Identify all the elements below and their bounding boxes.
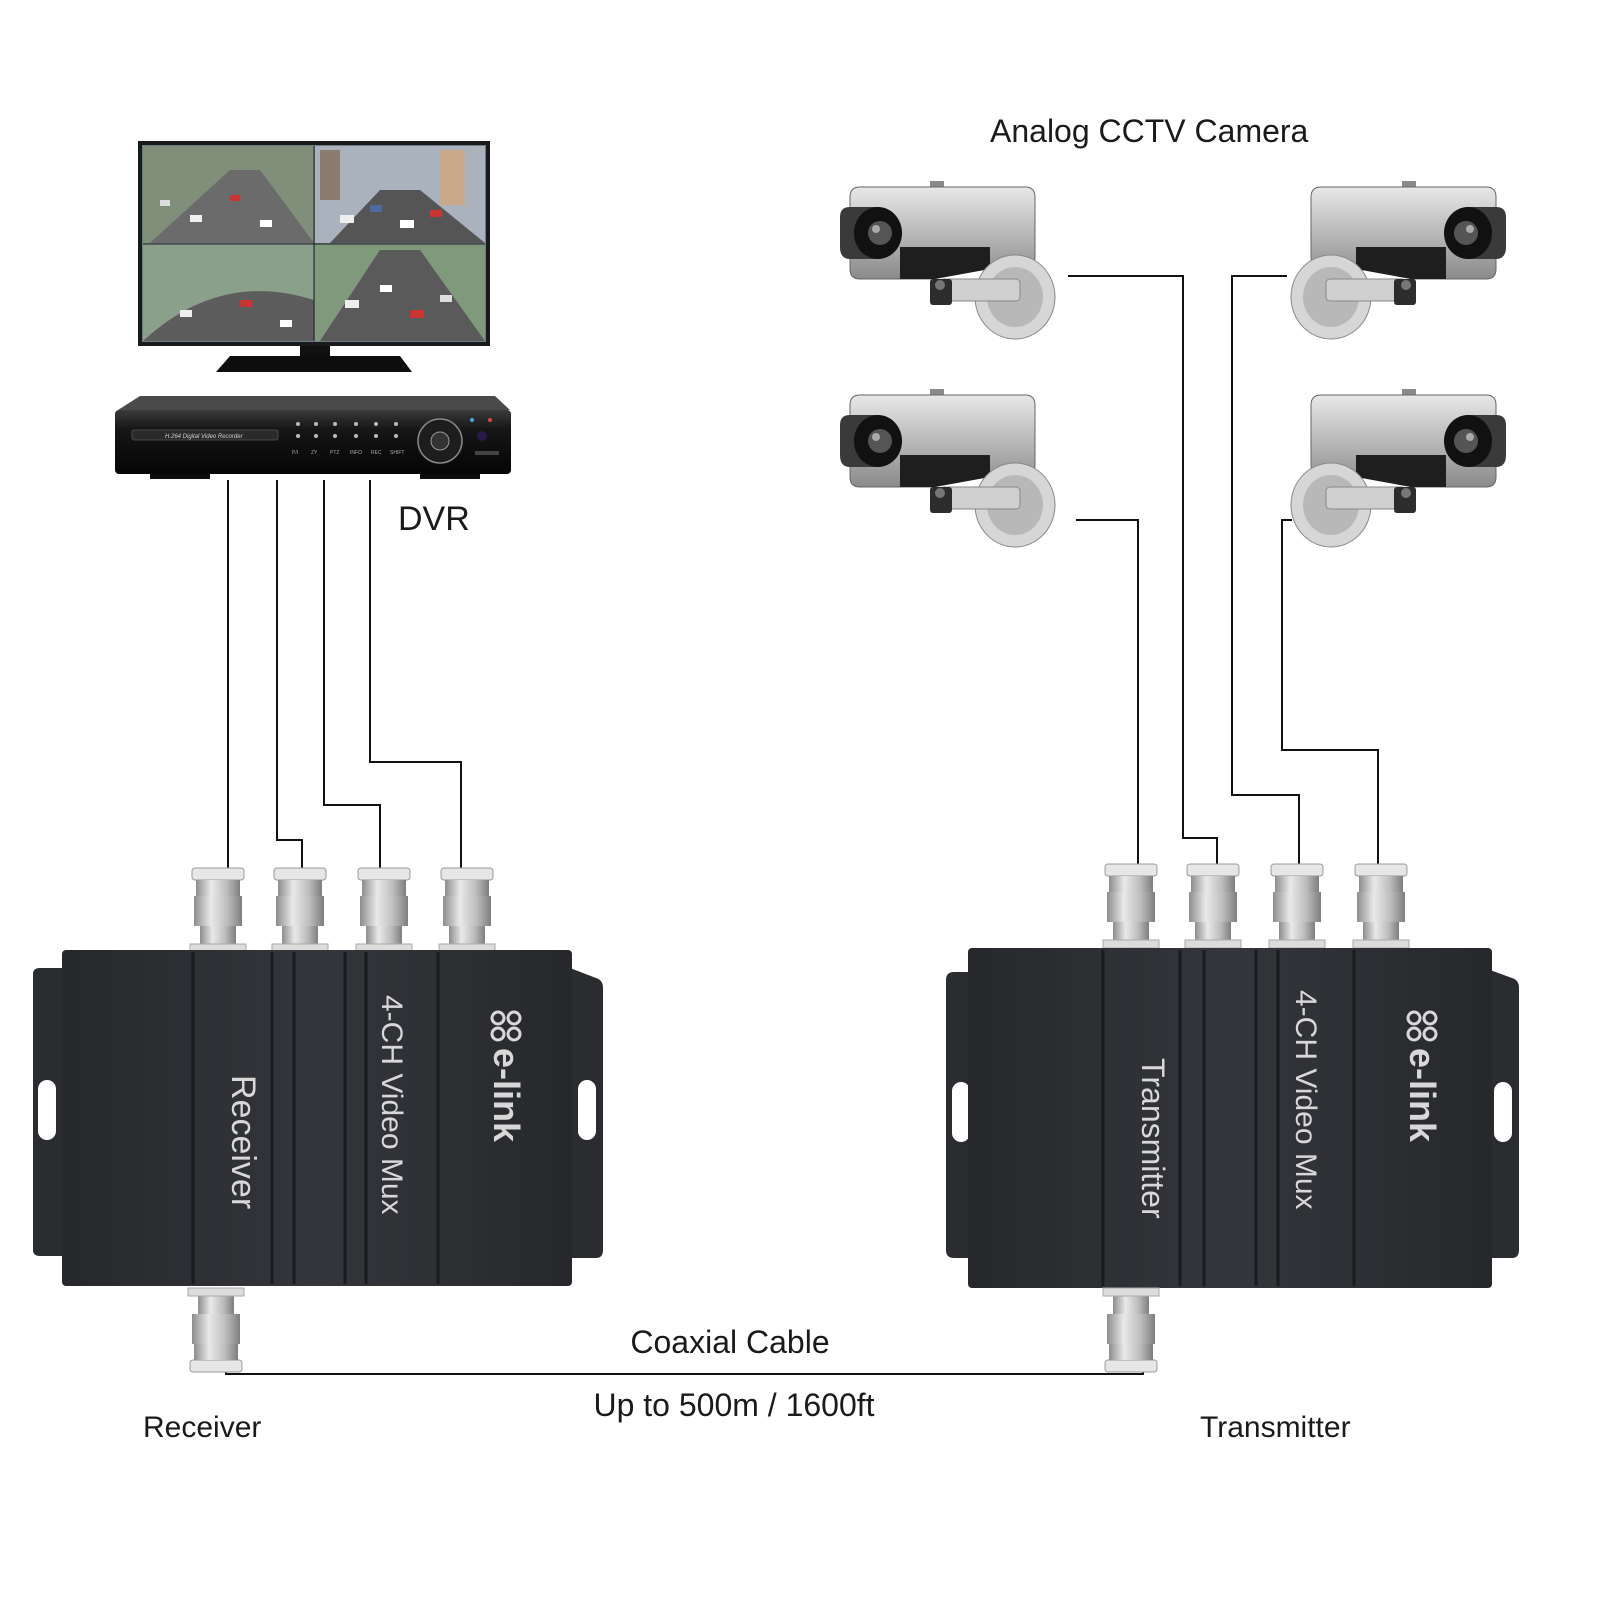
transmitter-unit: Transmitter 4-CH Video Mux e-link	[946, 863, 1519, 1373]
svg-text:P/I: P/I	[292, 450, 298, 456]
transmitter-role-text: Transmitter	[1135, 1058, 1171, 1219]
svg-text:SHIFT: SHIFT	[390, 450, 404, 456]
receiver-label: Receiver	[143, 1411, 261, 1444]
monitor-view-2	[315, 146, 485, 243]
receiver-output-connector	[187, 1287, 245, 1373]
receiver-input-connector-4	[438, 867, 496, 953]
camera-4	[1291, 389, 1506, 547]
transmitter-output-connector	[1102, 1287, 1160, 1373]
transmitter-brand-text: e-link	[1402, 1048, 1443, 1143]
dvr-to-receiver-wires	[227, 480, 462, 870]
monitor	[138, 141, 490, 372]
transmitter-input-connector-4	[1352, 863, 1410, 949]
camera-heading: Analog CCTV Camera	[990, 113, 1309, 149]
receiver-input-connector-3	[355, 867, 413, 953]
transmitter-label: Transmitter	[1200, 1411, 1351, 1444]
dvr-device: H.264 Digital Video Recorder P/I ZY PTZ …	[115, 396, 511, 479]
transmitter-input-connector-1	[1102, 863, 1160, 949]
svg-text:ZY: ZY	[311, 450, 318, 456]
transmitter-brand-logo-icon	[1406, 1010, 1438, 1042]
camera-1	[839, 180, 1056, 340]
monitor-view-1	[143, 146, 314, 243]
transmitter-input-connector-2	[1184, 863, 1242, 949]
camera-2	[1291, 181, 1506, 339]
receiver-role-text: Receiver	[224, 1075, 262, 1209]
dvr-label: DVR	[398, 500, 470, 538]
svg-text:PTZ: PTZ	[330, 450, 339, 456]
receiver-model-text: 4-CH Video Mux	[375, 995, 408, 1215]
dvr-buttons	[296, 422, 398, 438]
dvr-model-text: H.264 Digital Video Recorder	[165, 434, 244, 440]
camera-to-transmitter-wires	[1068, 275, 1379, 866]
receiver-brand-logo-icon	[490, 1010, 522, 1042]
monitor-view-3	[143, 244, 314, 341]
dvr-ir-window	[477, 431, 487, 441]
receiver-brand-text: e-link	[486, 1048, 527, 1143]
dvr-button-labels: P/I ZY PTZ INFO REC SHIFT	[292, 450, 404, 456]
svg-text:REC: REC	[371, 450, 382, 456]
coaxial-cable-label: Coaxial Cable	[630, 1324, 829, 1360]
receiver-unit: Receiver 4-CH Video Mux e-link	[33, 867, 603, 1373]
camera-3	[839, 388, 1056, 548]
svg-text:INFO: INFO	[350, 450, 362, 456]
distance-label: Up to 500m / 1600ft	[593, 1387, 874, 1423]
monitor-view-4	[315, 244, 485, 341]
receiver-input-connector-1	[189, 867, 247, 953]
transmitter-input-connector-3	[1268, 863, 1326, 949]
transmitter-model-text: 4-CH Video Mux	[1289, 990, 1322, 1210]
receiver-input-connector-2	[271, 867, 329, 953]
